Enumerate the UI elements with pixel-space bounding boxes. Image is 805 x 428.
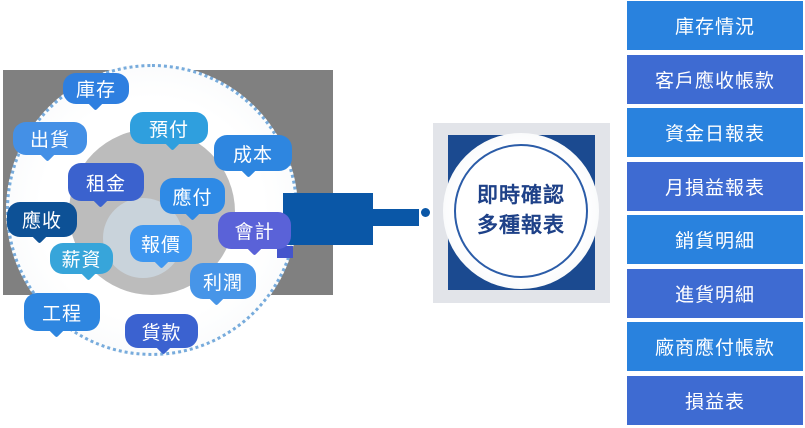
report-item-daily-cash-report[interactable]: 資金日報表	[627, 108, 803, 157]
report-item-label: 進貨明細	[674, 284, 755, 306]
bubble-label: 應收	[21, 211, 62, 232]
bubble-receivable: 應收	[7, 202, 77, 244]
report-item-label: 客戶應收帳款	[654, 70, 775, 92]
report-item-vendor-payables[interactable]: 廠商應付帳款	[627, 322, 803, 371]
bubble-label: 報價	[140, 235, 181, 256]
bubble-label: 會計	[234, 222, 275, 243]
bubble-inventory: 庫存	[63, 73, 129, 111]
report-item-sales-detail[interactable]: 銷貨明細	[627, 215, 803, 264]
report-item-label: 庫存情況	[674, 17, 755, 38]
connector-dot	[421, 208, 430, 217]
bubble-label: 成本	[232, 144, 273, 166]
bubble-label: 租金	[85, 173, 126, 195]
bubble-payable: 應付	[160, 178, 225, 221]
report-item-label: 銷貨明細	[674, 231, 755, 252]
bubble-quotation: 報價	[130, 225, 192, 269]
bubble-prepayment: 預付	[130, 112, 208, 151]
report-item-monthly-pl-report[interactable]: 月損益報表	[627, 161, 803, 211]
bubble-profit: 利潤	[190, 263, 256, 306]
report-item-label: 月損益報表	[664, 177, 765, 199]
report-list: 庫存情況 客戶應收帳款 資金日報表 月損益報表 銷貨明細 進貨明細 廠商應付帳款…	[627, 1, 803, 428]
feature-ring	[454, 144, 588, 278]
connector-block	[283, 193, 373, 245]
bubble-label: 應付	[172, 187, 213, 209]
report-item-purchase-detail[interactable]: 進貨明細	[627, 268, 803, 318]
bubble-engineering: 工程	[24, 293, 100, 338]
bubble-payment: 貨款	[125, 314, 198, 355]
report-item-customer-receivables[interactable]: 客戶應收帳款	[627, 54, 803, 104]
report-item-label: 損益表	[684, 391, 745, 413]
bubble-label: 薪資	[61, 250, 102, 271]
feature-title-line2: 多種報表	[477, 214, 565, 237]
bubble-payroll: 薪資	[50, 243, 113, 281]
report-item-label: 資金日報表	[664, 124, 765, 145]
connector-bar	[373, 209, 419, 226]
bubble-cost: 成本	[214, 135, 292, 178]
bubble-accounting: 會計	[218, 212, 291, 256]
bubble-label: 出貨	[29, 130, 70, 151]
bubble-label: 貨款	[141, 322, 182, 344]
feature-title: 即時確認 多種報表	[443, 133, 599, 289]
report-item-income-statement[interactable]: 損益表	[627, 375, 803, 425]
bubble-shipping: 出貨	[13, 122, 87, 162]
bubble-label: 工程	[41, 303, 82, 325]
report-item-inventory-status[interactable]: 庫存情況	[627, 1, 803, 50]
bubble-label: 庫存	[75, 80, 116, 101]
report-item-label: 廠商應付帳款	[654, 338, 775, 359]
bubble-rent: 租金	[68, 163, 144, 208]
bubble-label: 預付	[148, 119, 189, 141]
bubble-label: 利潤	[202, 272, 243, 294]
diagram-decor-square	[277, 246, 293, 258]
feature-title-line1: 即時確認	[477, 184, 565, 207]
